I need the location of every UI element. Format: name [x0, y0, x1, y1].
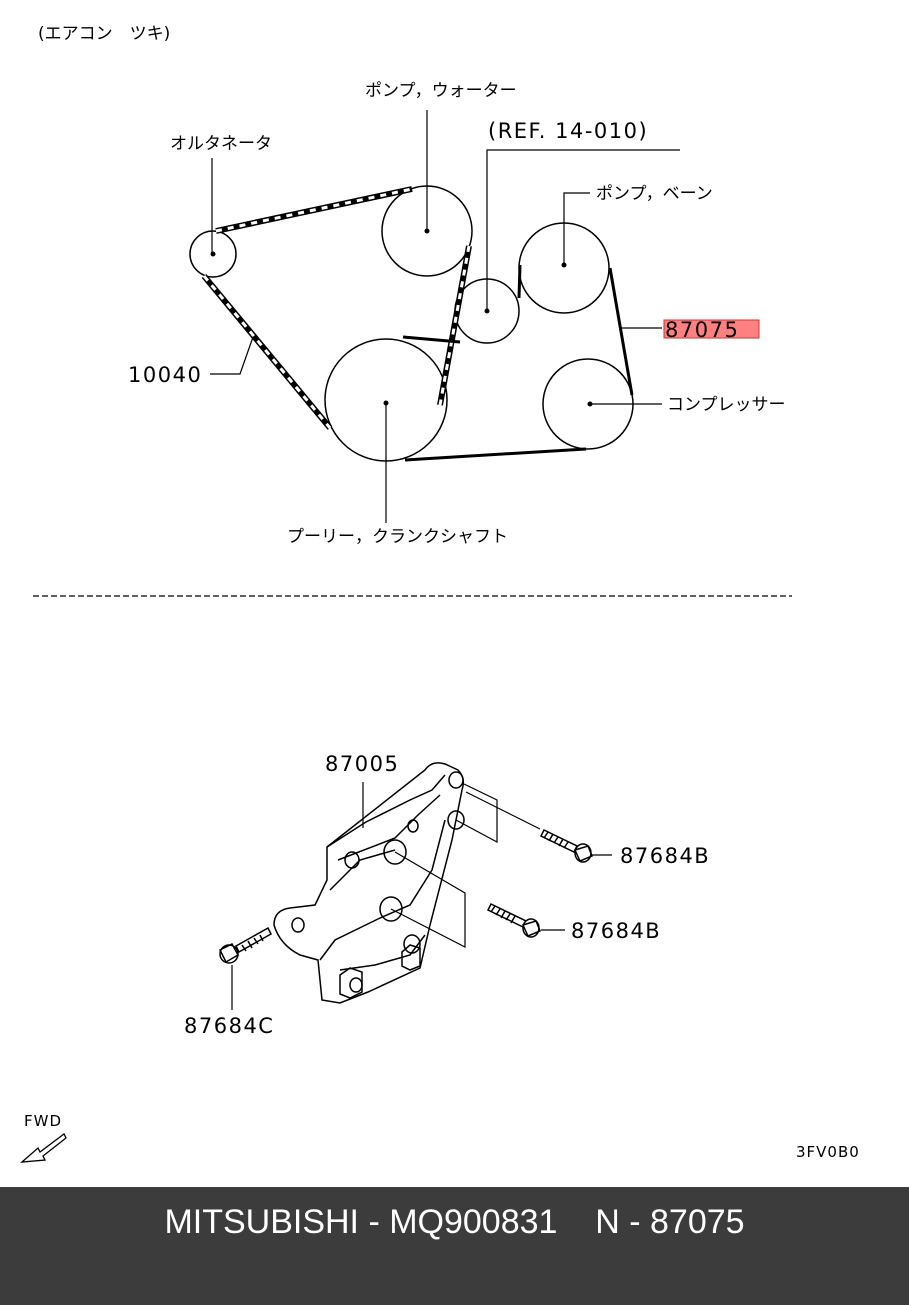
- bolt-upper: [539, 829, 593, 863]
- fwd-label: FWD: [24, 1112, 62, 1130]
- water-pump-label: ポンプ，ウォーター: [365, 81, 517, 101]
- alt-belt-leader: [210, 336, 254, 375]
- footer-banner: MITSUBISHI - MQ900831 N - 87075: [0, 1187, 909, 1305]
- reference-leader: [486, 149, 680, 311]
- header-note: (エアコン ツキ): [38, 24, 170, 44]
- alternator-pulley: [189, 230, 237, 278]
- bolt-upper-part-number: 87684B: [620, 844, 710, 868]
- bolt-lower-part-number: 87684C: [184, 1014, 274, 1038]
- figure-code: 3FV0B0: [796, 1143, 860, 1161]
- bolt-lower: [218, 926, 272, 964]
- part-highlight: [663, 319, 760, 339]
- reference-label: (REF. 14-010): [488, 119, 648, 143]
- bolt-middle: [486, 903, 541, 938]
- footer-text: MITSUBISHI - MQ900831 N - 87075: [164, 1203, 745, 1241]
- bracket-body: [273, 762, 465, 1004]
- parts-diagram: (エアコン ツキ): [20, 24, 860, 1163]
- vane-pump-label: ポンプ，ベーン: [596, 184, 713, 204]
- bolt-middle-part-number: 87684B: [571, 919, 661, 943]
- alternator-belt: [201, 186, 472, 430]
- crank-pulley-label: プーリー，クランクシャフト: [287, 527, 508, 547]
- vane-pump-leader: [563, 192, 590, 265]
- fwd-arrow-icon: [20, 1133, 67, 1163]
- bracket-diagram: [231, 762, 612, 1010]
- belt-diagram: [189, 110, 680, 523]
- alt-belt-part-number: 10040: [128, 363, 202, 387]
- bracket-part-number: 87005: [325, 752, 399, 776]
- ac-belt-part-number[interactable]: 87075: [665, 318, 739, 342]
- alternator-label: オルタネータ: [170, 134, 272, 154]
- ac-belt: [402, 264, 634, 462]
- compressor-label: コンプレッサー: [667, 395, 786, 415]
